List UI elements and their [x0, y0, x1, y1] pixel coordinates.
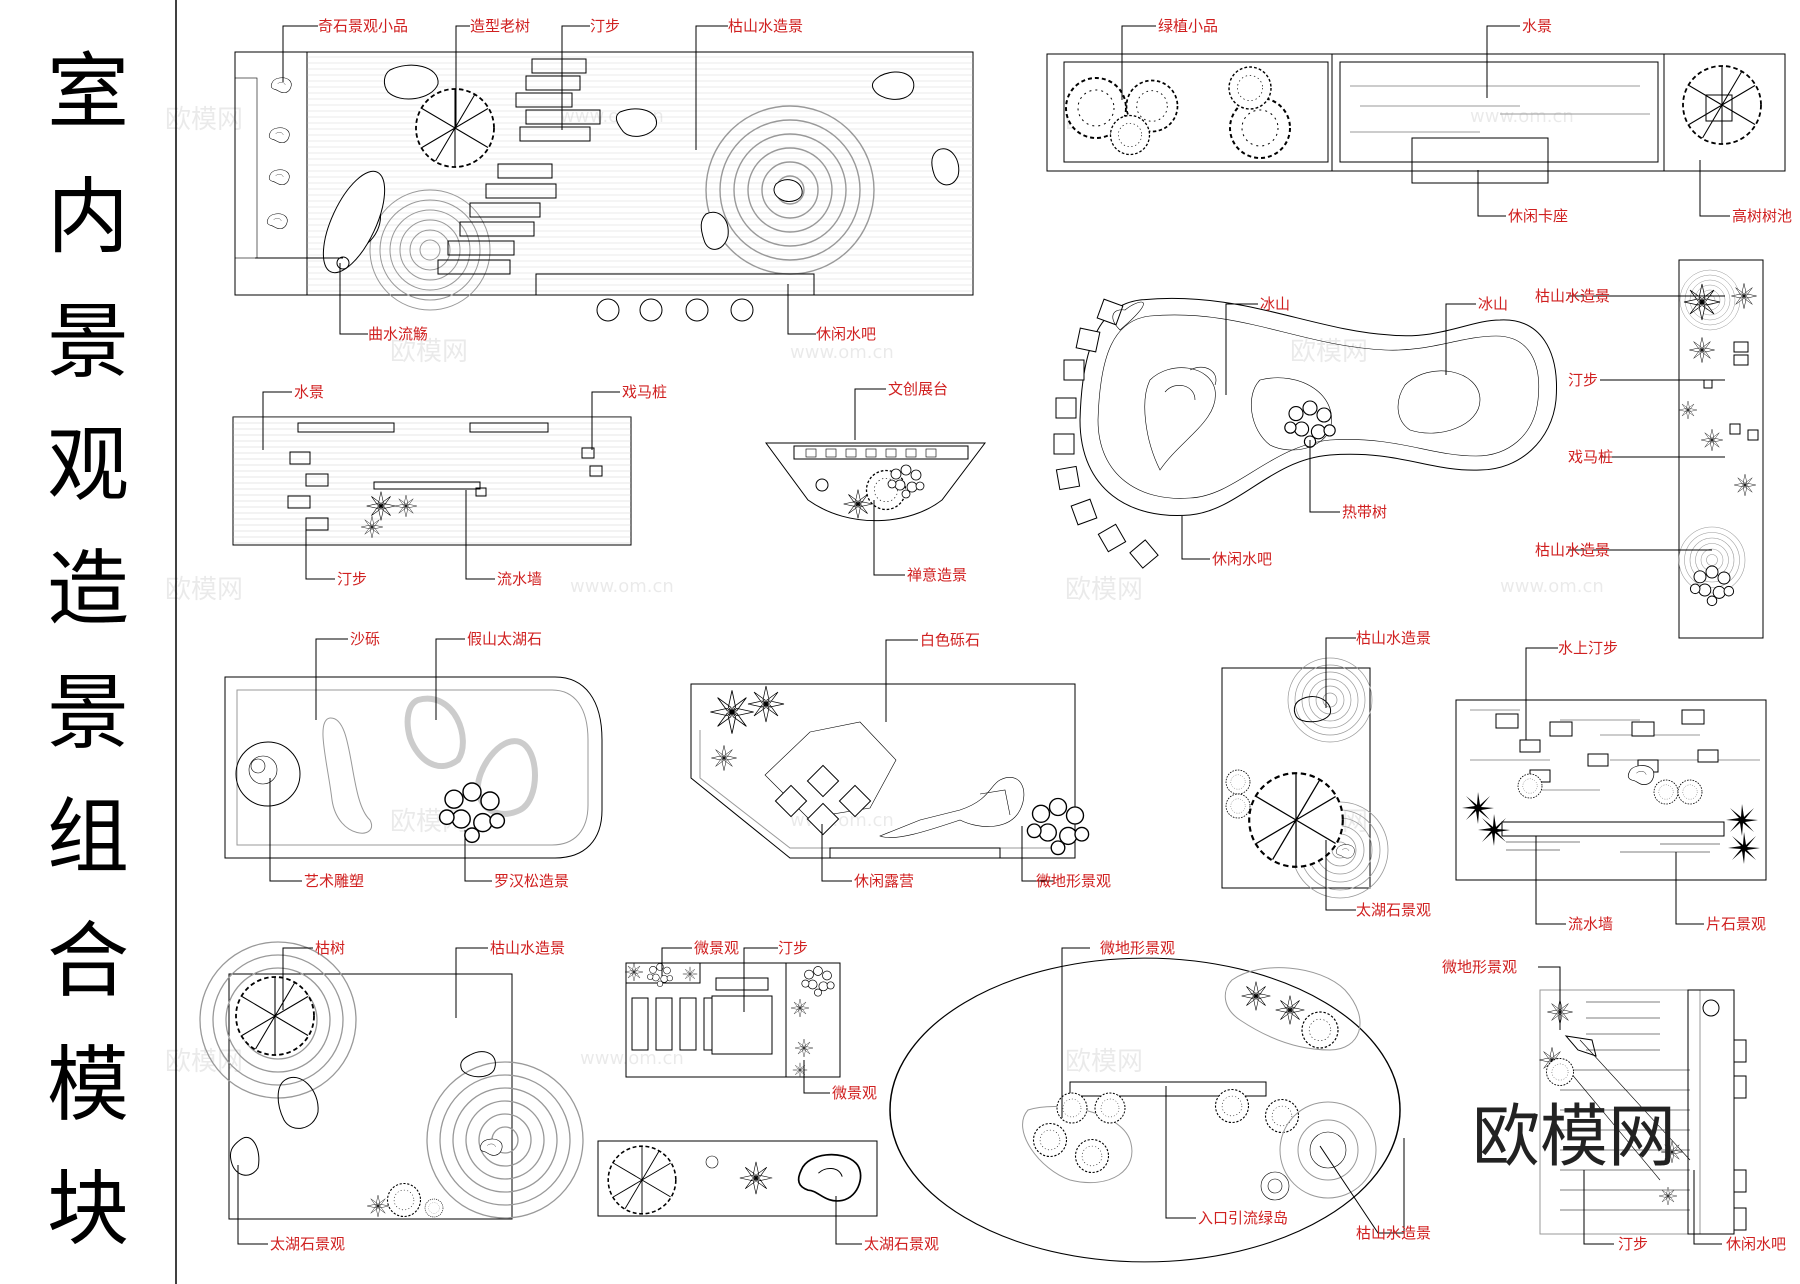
watermark-text: 欧模网 [1290, 337, 1368, 367]
module-14-entrance-island: 微地形景观 入口引流绿岛 枯山水造景 [889, 939, 1431, 1263]
title-char-5: 造 [47, 542, 129, 637]
module-9-taihu-stone: 枯山水造景 太湖石景观 [1221, 629, 1431, 919]
watermark-text: 欧模网 [1065, 1047, 1143, 1077]
label-stepping-stones: 汀步 [337, 570, 367, 588]
label-leisure-booth: 休闲卡座 [1508, 207, 1568, 225]
module-4-creative-stand: 文创展台 禅意造景 [765, 380, 987, 584]
label-micro-terrain: 微地形景观 [1036, 872, 1111, 890]
label-taihu-stone: 太湖石景观 [1356, 901, 1431, 919]
label-white-gravel: 白色砾石 [920, 631, 980, 649]
title-char-10: 块 [47, 1162, 129, 1257]
module-8-leisure-camp: 白色砾石 休闲露营 微地形景观 [690, 631, 1111, 890]
label-micro-terrain: 微地形景观 [1100, 939, 1175, 957]
label-creative-stand: 文创展台 [888, 380, 948, 398]
label-dry-landscape: 枯山水造景 [1535, 541, 1610, 559]
label-water-steps: 水上汀步 [1558, 639, 1618, 657]
label-taihu-stone: 太湖石景观 [270, 1235, 345, 1253]
label-micro-landscape: 微景观 [832, 1084, 877, 1102]
label-dry-landscape: 枯山水造景 [490, 939, 565, 957]
watermark-url: www.om.cn [790, 810, 894, 831]
label-horse-post: 戏马桩 [1568, 448, 1613, 466]
module-6-vertical-strip: 枯山水造景 汀步 戏马桩 枯山水造景 [1535, 259, 1764, 639]
title-char-8: 合 [47, 914, 129, 1009]
label-leisure-camping: 休闲露营 [854, 872, 914, 890]
label-entrance-green-island: 入口引流绿岛 [1198, 1209, 1288, 1227]
label-podocarpus: 罗汉松造景 [494, 872, 569, 890]
module-15-corner-bar: 欧模网 微地形景观 汀步 休闲水吧 [1442, 958, 1786, 1253]
label-iceberg: 冰山 [1478, 295, 1508, 313]
watermark-text: 欧模网 [165, 1047, 243, 1077]
watermark-url: www.om.cn [580, 1048, 684, 1069]
label-dry-landscape: 枯山水造景 [1535, 287, 1610, 305]
label-leisure-water-bar: 休闲水吧 [1212, 550, 1272, 568]
watermark-url: www.om.cn [1470, 106, 1574, 127]
label-water-feature: 水景 [1522, 17, 1552, 35]
stepping-stones [437, 58, 601, 275]
module-5-iceberg-pool: 冰山 冰山 热带树 休闲水吧 [1053, 295, 1558, 569]
label-stepping-stones: 汀步 [1568, 371, 1598, 389]
label-leisure-water-bar: 休闲水吧 [816, 325, 876, 343]
module-13-stone-strip: 太湖石景观 [597, 1140, 939, 1253]
module-2-plant-water-strip: 绿植小品 水景 休闲卡座 高树树池 [1046, 17, 1792, 225]
title-char-2: 内 [47, 170, 129, 265]
title-char-4: 观 [47, 418, 129, 513]
label-stepping-stones: 汀步 [1618, 1235, 1648, 1253]
module-7-gravel-garden: 沙砾 假山太湖石 艺术雕塑 罗汉松造景 [224, 630, 603, 890]
module-1-dry-landscape: 奇石景观小品 造型老树 汀步 枯山水造景 曲水流觞 休闲水吧 [234, 17, 974, 343]
title-char-9: 模 [47, 1038, 129, 1133]
label-tall-tree-pit: 高树树池 [1732, 207, 1792, 225]
label-shaped-old-tree: 造型老树 [470, 17, 530, 35]
module-3-water-wall: 水景 戏马桩 汀步 流水墙 [232, 383, 667, 588]
module-11-dead-tree: 枯树 枯山水造景 太湖石景观 [199, 939, 584, 1253]
label-micro-terrain: 微地形景观 [1442, 958, 1517, 976]
bar-seats [1053, 298, 1159, 569]
label-stepping-stones: 汀步 [778, 939, 808, 957]
label-water-wall: 流水墙 [1568, 915, 1613, 933]
label-taihu-stone: 太湖石景观 [864, 1235, 939, 1253]
label-sand-gravel: 沙砾 [350, 630, 380, 648]
label-iceberg: 冰山 [1260, 295, 1290, 313]
label-water-feature: 水景 [294, 383, 324, 401]
title-char-1: 室 [47, 45, 129, 140]
label-dead-tree: 枯树 [315, 939, 345, 957]
title-char-6: 景 [47, 666, 129, 761]
label-plant-sketch: 绿植小品 [1158, 17, 1218, 35]
label-winding-water: 曲水流觞 [368, 325, 428, 343]
label-leisure-water-bar: 休闲水吧 [1726, 1235, 1786, 1253]
module-10-water-steps: 水上汀步 流水墙 片石景观 [1455, 639, 1767, 933]
label-stone-sketch: 奇石景观小品 [318, 17, 408, 35]
title-char-3: 景 [47, 295, 129, 390]
watermark-text: 欧模网 [165, 575, 243, 605]
watermark-url: www.om.cn [570, 576, 674, 597]
label-zen-landscape: 禅意造景 [907, 566, 967, 584]
stone-column [266, 77, 292, 230]
label-dry-landscape: 枯山水造景 [728, 17, 803, 35]
module-12-micro-landscape: 微景观 汀步 微景观 [624, 939, 877, 1102]
watermark-text: 欧模网 [165, 105, 243, 135]
label-horse-post: 戏马桩 [622, 383, 667, 401]
label-art-sculpture: 艺术雕塑 [304, 872, 364, 890]
label-taihu-rockery: 假山太湖石 [467, 630, 542, 648]
title-char-7: 组 [47, 790, 129, 885]
watermark-text: 欧模网 [1065, 575, 1143, 605]
label-dry-landscape: 枯山水造景 [1356, 629, 1431, 647]
label-micro-landscape: 微景观 [694, 939, 739, 957]
label-dry-landscape: 枯山水造景 [1356, 1224, 1431, 1242]
watermark-url: www.om.cn [1500, 576, 1604, 597]
watermark-url: www.om.cn [790, 342, 894, 363]
watermark-text: 欧模网 [390, 337, 468, 367]
label-tropical-tree: 热带树 [1342, 503, 1387, 521]
label-stepping-stones: 汀步 [590, 17, 620, 35]
vertical-title: 室 内 景 观 造 景 组 合 模 块 [47, 45, 129, 1257]
label-water-wall: 流水墙 [497, 570, 542, 588]
watermark-big: 欧模网 [1472, 1098, 1676, 1177]
label-slate-landscape: 片石景观 [1706, 915, 1766, 933]
